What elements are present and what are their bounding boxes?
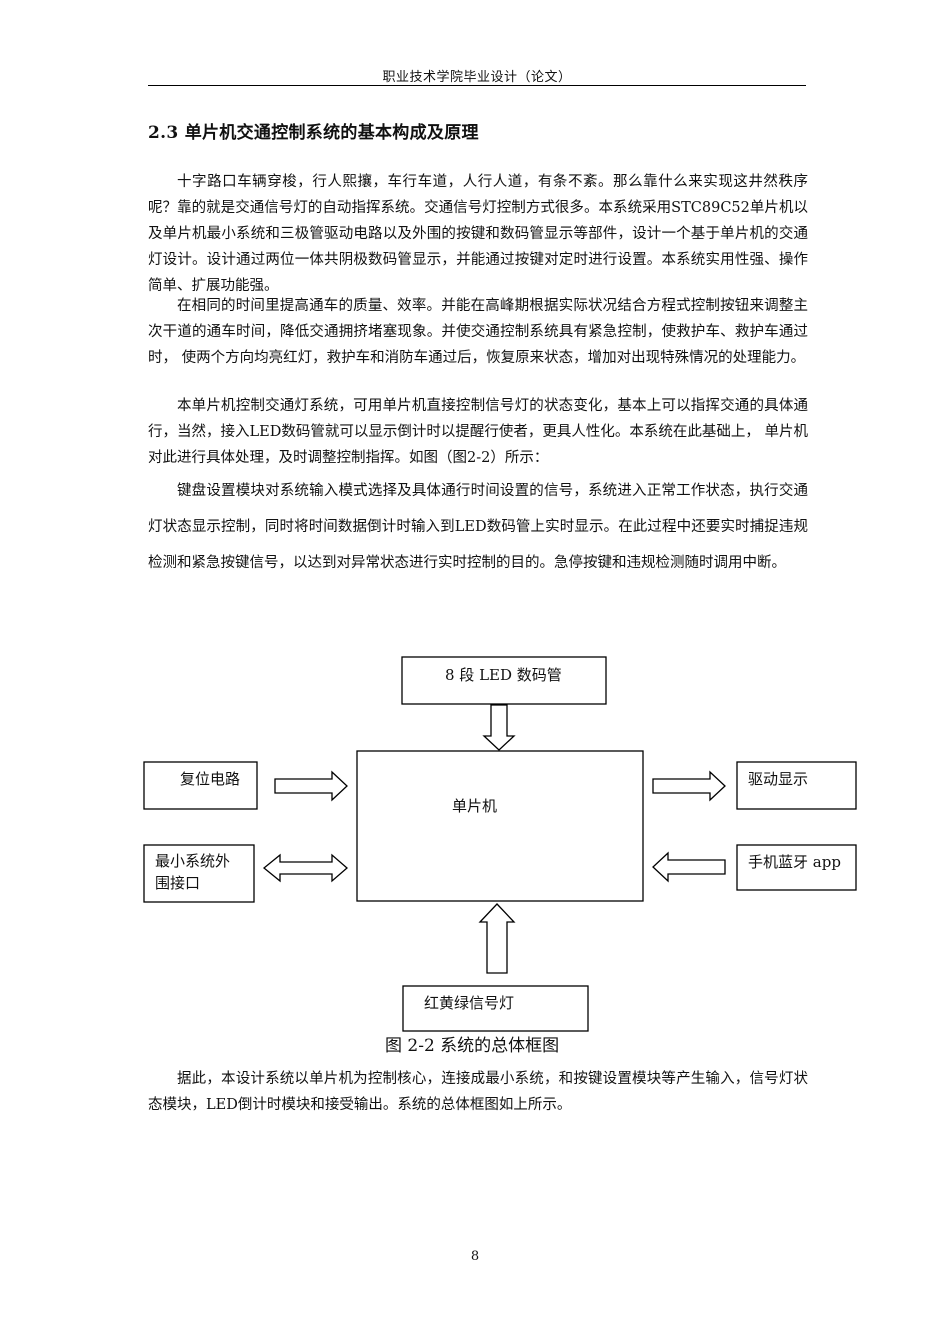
arrow-minsys-mcu-bidirectional [262, 853, 348, 883]
led-display-label: 8 段 LED 数码管 [445, 666, 562, 684]
page-header: 职业技术学院毕业设计（论文） [382, 70, 572, 85]
bluetooth-app-label: 手机蓝牙 app [748, 853, 841, 871]
figure-caption: 图 2-2 系统的总体框图 [385, 1036, 560, 1056]
reset-circuit-box [143, 761, 258, 810]
reset-circuit-label: 复位电路 [180, 770, 240, 788]
arrow-bluetooth-to-mcu [652, 851, 726, 883]
traffic-lights-box [402, 985, 589, 1032]
min-system-interface-box [143, 844, 255, 903]
arrow-led-to-mcu [482, 704, 516, 751]
section-title: 2.3 单片机交通控制系统的基本构成及原理 [148, 123, 479, 143]
drive-display-label: 驱动显示 [748, 770, 808, 788]
arrow-mcu-to-display [652, 770, 726, 802]
paragraph-2: 在相同的时间里提高通车的质量、效率。并能在高峰期根据实际状况结合方程式控制按钮来… [148, 298, 808, 366]
traffic-lights-label: 红黄绿信号灯 [424, 994, 514, 1012]
page-number: 8 [470, 1249, 480, 1264]
drive-display-box [736, 761, 857, 810]
min-system-label-line2: 围接口 [155, 874, 200, 892]
header-rule [148, 85, 806, 86]
mcu-box [356, 750, 644, 902]
bluetooth-app-box [736, 844, 857, 891]
min-system-label-line1: 最小系统外 [155, 852, 230, 870]
arrow-reset-to-mcu [274, 770, 348, 802]
paragraph-1: 十字路口车辆穿梭，行人熙攘，车行车道，人行人道，有条不紊。那么靠什么来实现这井然… [148, 174, 808, 294]
paragraph-5: 据此，本设计系统以单片机为控制核心，连接成最小系统，和按键设置模块等产生输入，信… [148, 1071, 808, 1113]
paragraph-4: 键盘设置模块对系统输入模式选择及具体通行时间设置的信号，系统进入正常工作状态，执… [148, 483, 808, 571]
arrow-lights-to-mcu [478, 903, 516, 974]
led-display-box [401, 656, 607, 705]
paragraph-3: 本单片机控制交通灯系统，可用单片机直接控制信号灯的状态变化，基本上可以指挥交通的… [148, 398, 808, 466]
mcu-label: 单片机 [452, 797, 497, 815]
